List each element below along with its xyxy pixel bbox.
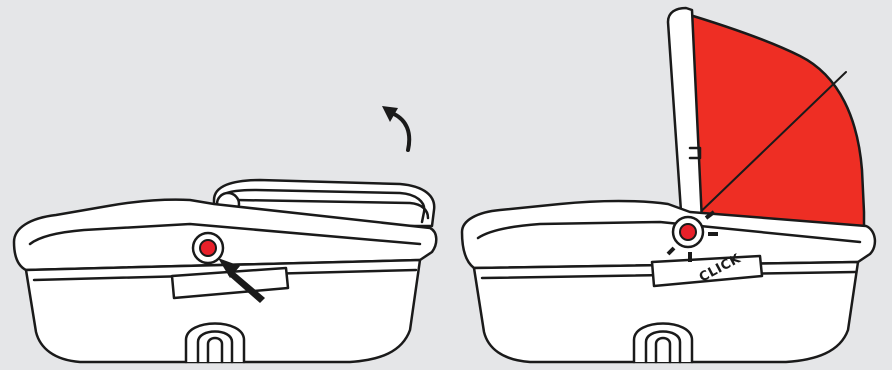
step2-panel: CLICK (460, 6, 877, 364)
arch-logo (184, 322, 246, 364)
release-button (679, 223, 697, 241)
press-arrow (218, 258, 265, 303)
step1-panel (12, 106, 438, 364)
canopy-frame (666, 6, 704, 228)
rotate-arrow (382, 106, 412, 152)
bassinet-body (24, 258, 422, 364)
handle-strip (650, 254, 764, 288)
raised-canopy (678, 10, 866, 234)
bassinet-body (472, 260, 860, 364)
arch-logo (632, 322, 694, 364)
release-button (199, 239, 217, 257)
handle-strip (170, 266, 290, 300)
click-burst (666, 210, 718, 262)
bassinet-rim (460, 199, 877, 270)
bassinet-rim (12, 198, 438, 272)
